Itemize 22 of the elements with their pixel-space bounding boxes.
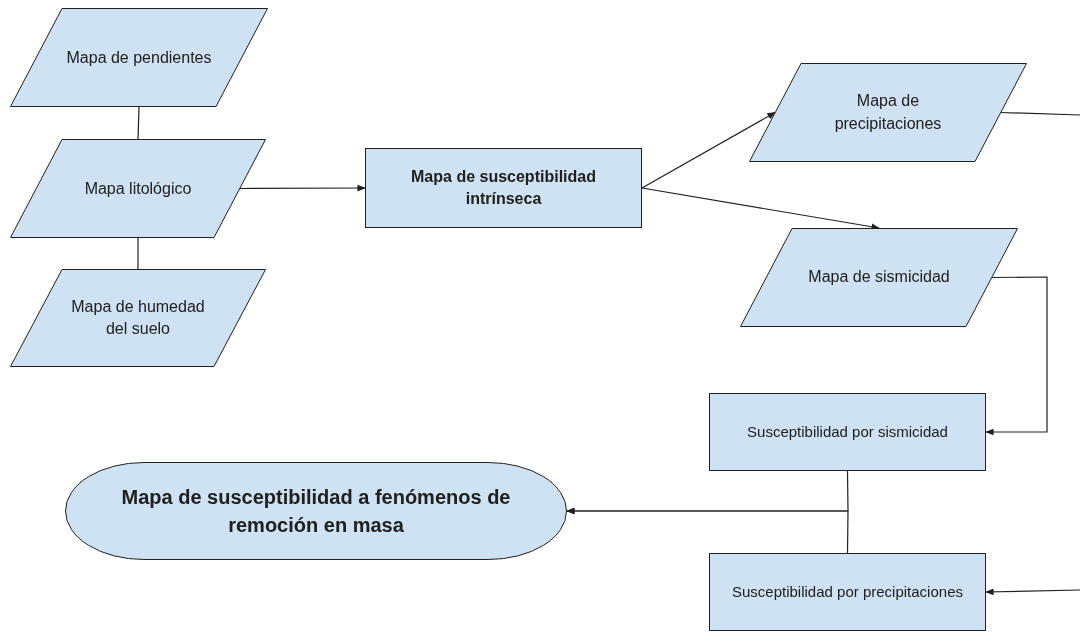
connector-arrow xyxy=(641,111,776,189)
node-label: Mapa de humedad del suelo xyxy=(70,297,206,339)
connector-arrow xyxy=(985,588,1081,596)
node-label: Mapa de precipitaciones xyxy=(833,91,943,134)
data-parallelogram xyxy=(740,228,1018,327)
process-box xyxy=(709,553,986,631)
data-parallelogram xyxy=(749,63,1027,162)
node-label: Mapa de pendientes xyxy=(65,47,213,68)
node-label: Susceptibilidad por sismicidad xyxy=(746,421,949,442)
data-parallelogram xyxy=(10,8,268,107)
data-parallelogram xyxy=(10,139,266,238)
node-label: Mapa de susceptibilidad intrínseca xyxy=(410,166,597,209)
node-label: Mapa de susceptibilidad a fenómenos de remoción en masa xyxy=(120,485,512,538)
connector-arrow xyxy=(566,507,849,554)
connector-arrow xyxy=(239,184,366,192)
node-label: Mapa de sismicidad xyxy=(807,267,951,288)
process-box xyxy=(365,148,642,228)
data-parallelogram xyxy=(10,269,266,367)
process-box xyxy=(709,393,986,471)
node-label: Mapa litológico xyxy=(83,178,193,199)
connector-arrow xyxy=(985,276,1048,436)
node-label: Susceptibilidad por precipitaciones xyxy=(731,581,964,602)
